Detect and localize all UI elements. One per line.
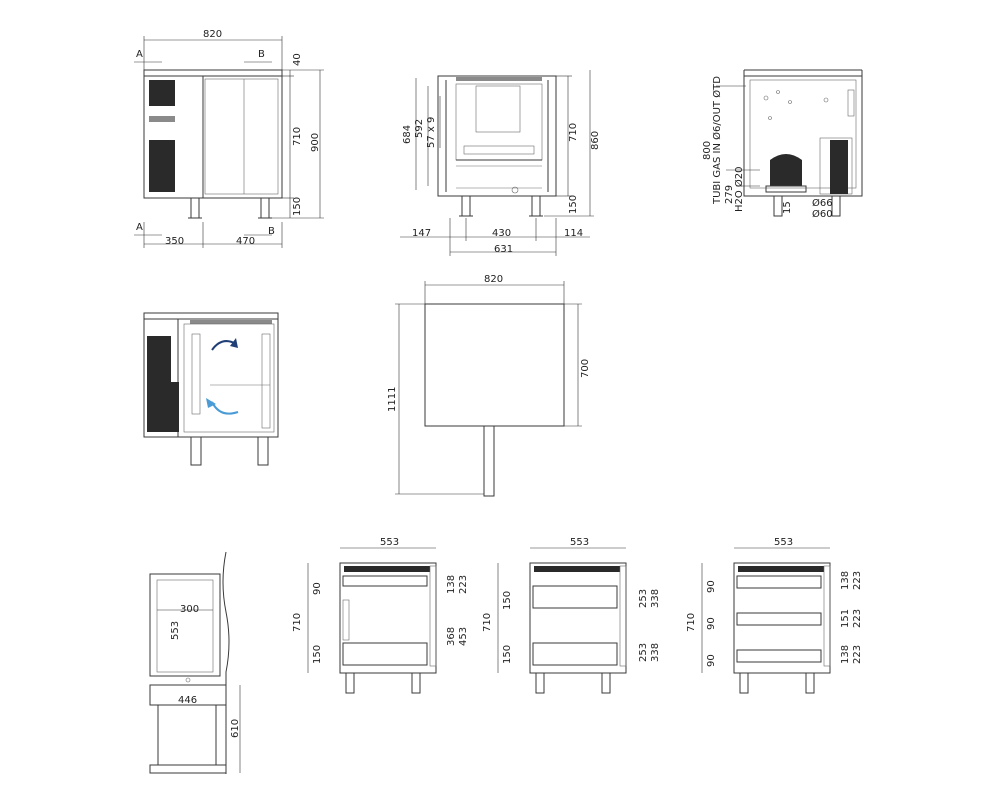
drawer3-right-3: 223 — [852, 609, 863, 628]
dim-side-710: 710 — [568, 123, 579, 142]
dim-side-430: 430 — [492, 228, 511, 239]
dim-side-147: 147 — [412, 228, 431, 239]
drawer2-right-3: 338 — [650, 643, 661, 662]
dim-shelf-610: 610 — [230, 719, 241, 738]
drawer1-right-1: 223 — [458, 575, 469, 594]
drawer1-right-2: 368 — [446, 627, 457, 646]
dim-rear-800: 800 — [702, 141, 713, 160]
section-b-top: B — [258, 49, 265, 60]
dim-rear-60: Ø60 — [812, 208, 833, 220]
vent-grille — [149, 80, 175, 192]
section-b-bottom: B — [268, 226, 275, 237]
drawer2-right-2: 253 — [638, 643, 649, 662]
dim-side-57x9: 57 x 9 — [426, 117, 437, 148]
dim-side-114: 114 — [564, 228, 583, 239]
drawer2-left-bottom: 150 — [502, 645, 513, 664]
drawer1-right-0: 138 — [446, 575, 457, 594]
dim-front-total: 900 — [310, 133, 321, 152]
drawer2-left-top: 150 — [502, 591, 513, 610]
dim-side-631: 631 — [494, 244, 513, 255]
dim-front-leg: 150 — [292, 197, 303, 216]
drawer3-left-bottom: 90 — [706, 654, 717, 667]
dim-front-right: 470 — [236, 236, 255, 247]
drawer3-right-5: 223 — [852, 645, 863, 664]
dim-shelf-553: 553 — [170, 621, 181, 640]
section-a-bottom: A — [136, 222, 143, 233]
dim-front-left: 350 — [165, 236, 184, 247]
drawer1-left-bottom: 150 — [312, 645, 323, 664]
dim-front-mid: 710 — [292, 127, 303, 146]
dim-rear-279: 279 — [724, 185, 735, 204]
drawer3-top: 553 — [774, 537, 793, 548]
rear-view: TUBI GAS IN Ø6/OUT ØTD 800 279 H2O Ø20 1… — [702, 69, 863, 220]
plan-view: 820 1111 700 — [387, 274, 591, 497]
rack-rails — [191, 333, 271, 429]
drawer3-left-mid: 90 — [706, 617, 717, 630]
dim-shelf-300: 300 — [180, 604, 199, 615]
airflow-in-arrow — [211, 401, 239, 415]
drawer-view-2: 553 150 150 710 253 338 253 338 — [482, 537, 661, 694]
drawer3-left-top: 90 — [706, 580, 717, 593]
dim-plan-width: 820 — [484, 274, 503, 285]
drawer2-right-0: 253 — [638, 589, 649, 608]
dim-front-top: 40 — [292, 53, 303, 66]
airflow-section — [143, 312, 279, 466]
drawer-view-3: 553 90 90 90 710 138 223 151 223 138 223 — [686, 537, 863, 694]
dim-side-592: 592 — [414, 119, 425, 138]
dim-plan-open: 1111 — [387, 387, 398, 412]
dim-side-150: 150 — [568, 195, 579, 214]
drawer3-right-4: 138 — [840, 645, 851, 664]
drawer1-left-top: 90 — [312, 582, 323, 595]
drawer1-top: 553 — [380, 537, 399, 548]
dim-front-width: 820 — [203, 29, 222, 40]
drawer3-right-0: 138 — [840, 571, 851, 590]
dim-rear-15: 15 — [782, 201, 793, 214]
dim-side-860: 860 — [590, 131, 601, 150]
drawer3-right-1: 223 — [852, 571, 863, 590]
drawer2-height: 710 — [482, 613, 493, 632]
side-section-view: 684 592 57 x 9 710 860 150 147 430 114 6… — [400, 70, 601, 256]
drawer2-top: 553 — [570, 537, 589, 548]
drawer-view-1: 553 90 150 710 138 223 368 453 — [292, 537, 469, 694]
dim-rear-66: Ø66 — [812, 197, 833, 209]
dim-side-684: 684 — [402, 125, 413, 144]
drawer1-right-3: 453 — [458, 627, 469, 646]
drawer1-height: 710 — [292, 613, 303, 632]
drawer3-right-2: 151 — [840, 609, 851, 628]
rear-tubi-label: TUBI GAS IN Ø6/OUT ØTD — [711, 76, 723, 205]
drawer3-height: 710 — [686, 613, 697, 632]
dim-plan-depth: 700 — [580, 359, 591, 378]
rear-h2o-label: H2O Ø20 — [733, 166, 745, 212]
drawer2-right-1: 338 — [650, 589, 661, 608]
section-a-top: A — [136, 49, 143, 60]
shelf-view: 300 553 446 610 — [149, 551, 241, 774]
dim-shelf-446: 446 — [178, 695, 197, 706]
front-view: 820 A B 40 710 900 150 A B 350 470 — [134, 29, 324, 248]
